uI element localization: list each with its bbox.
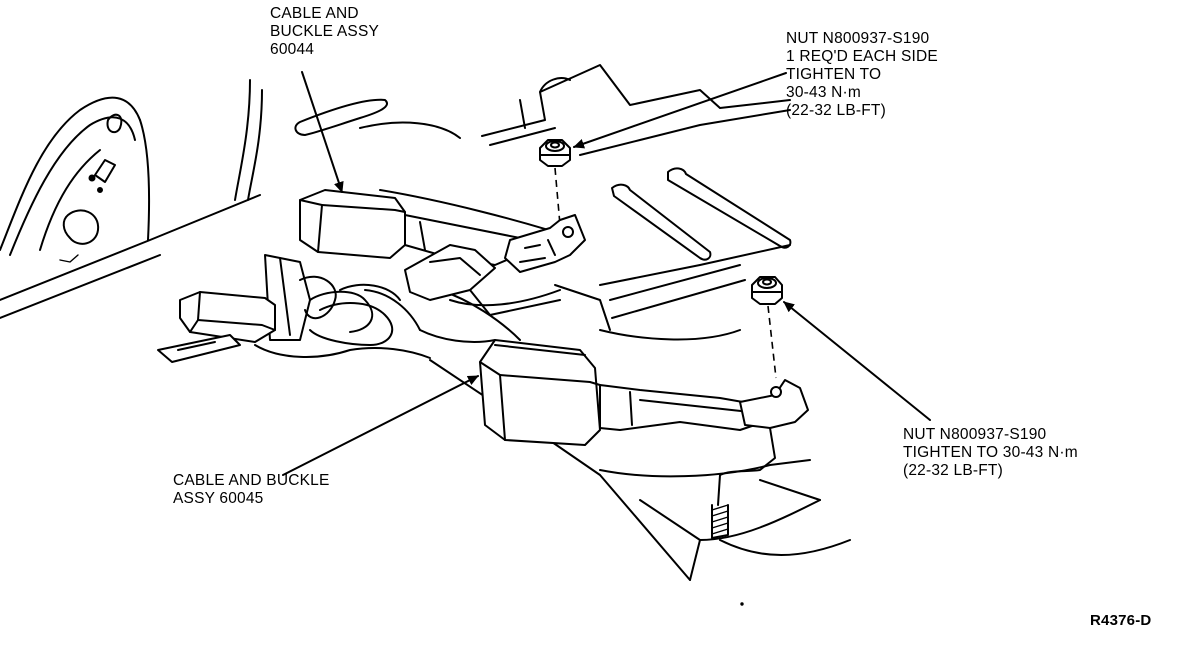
callout-nut-upper: NUT N800937-S190 1 REQ'D EACH SIDE TIGHT… <box>786 30 938 120</box>
callout-line: (22-32 LB-FT) <box>786 102 886 119</box>
leader-60044 <box>301 71 344 193</box>
callout-line: TIGHTEN TO 30-43 N·m <box>903 444 1078 461</box>
buckle-assy-60045 <box>479 339 809 539</box>
callout-line: CABLE AND <box>270 5 359 22</box>
callout-line: CABLE AND BUCKLE <box>173 472 330 489</box>
figure-id: R4376-D <box>1090 612 1152 629</box>
callout-line: ASSY 60045 <box>173 490 264 507</box>
callout-line: 1 REQ'D EACH SIDE <box>786 48 938 65</box>
lower-nut <box>751 276 783 379</box>
callout-line: (22-32 LB-FT) <box>903 462 1003 479</box>
leader-nut-lower <box>783 301 931 421</box>
upper-nut <box>539 139 571 226</box>
callout-cable-buckle-60044: CABLE AND BUCKLE ASSY 60044 <box>270 5 379 59</box>
callout-line: NUT N800937-S190 <box>903 426 1047 443</box>
leader-nut-upper <box>573 72 787 149</box>
callout-cable-buckle-60045: CABLE AND BUCKLE ASSY 60045 <box>173 472 330 508</box>
callout-line: NUT N800937-S190 <box>786 30 930 47</box>
callout-line: BUCKLE ASSY <box>270 23 380 40</box>
callout-line: TIGHTEN TO <box>786 66 882 83</box>
body-side-panel <box>0 79 263 319</box>
leader-arrows <box>282 71 931 476</box>
leader-60045 <box>282 375 479 476</box>
seat-belt-strap <box>157 244 561 363</box>
callout-line: 30-43 N·m <box>786 84 862 101</box>
callout-nut-lower: NUT N800937-S190 TIGHTEN TO 30-43 N·m (2… <box>903 426 1078 480</box>
floor-pan <box>294 64 851 581</box>
callout-line: 60044 <box>270 41 315 58</box>
